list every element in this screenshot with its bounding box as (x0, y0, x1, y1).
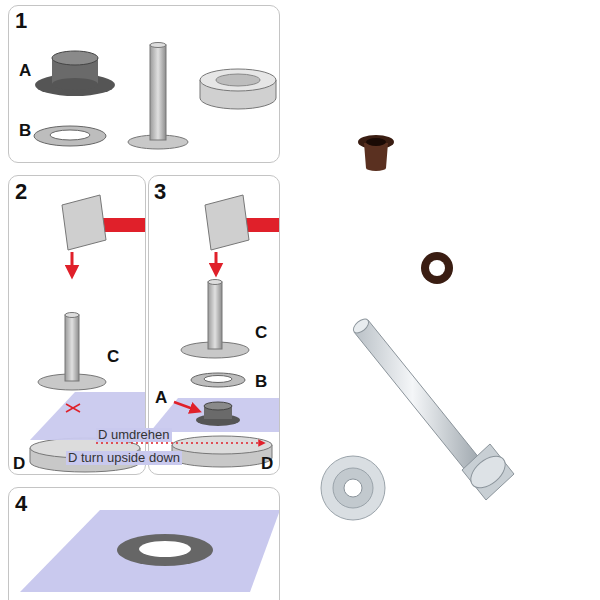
hammer (62, 195, 146, 250)
instruction-note: D turn upside down (66, 451, 182, 465)
washer-part-b (191, 373, 245, 387)
brown-eyelet-photo (358, 135, 394, 171)
instruction-note: D umdrehen (96, 428, 172, 442)
fabric-sheet (150, 398, 280, 432)
step-number: 4 (15, 493, 27, 515)
step-panel: 4 (8, 487, 280, 600)
step-number: 1 (15, 10, 27, 32)
part-letter: D (261, 455, 273, 472)
part-letter: B (19, 122, 31, 139)
fabric-sheet (20, 510, 280, 592)
finished-eyelet (117, 534, 213, 566)
washer-part-b (34, 126, 106, 146)
setter-tool (181, 280, 249, 359)
step-number: 2 (15, 181, 27, 203)
part-letter: A (155, 389, 167, 406)
part-letter: D (13, 455, 25, 472)
anvil-die-photo (321, 456, 385, 520)
setter-tool (38, 313, 106, 391)
step-panel: 1A B (8, 5, 280, 163)
brown-washer-photo (421, 252, 453, 284)
eyelet-part-a (35, 51, 115, 96)
eyelet-part-a (196, 402, 240, 426)
step-number: 3 (154, 181, 166, 203)
anvil-die (172, 436, 272, 467)
part-letter: B (255, 373, 267, 390)
part-letter: C (255, 324, 267, 341)
pointer-arrow (174, 402, 196, 410)
strike-arrow (215, 252, 218, 270)
setter-tool (128, 43, 188, 150)
part-letter: C (107, 348, 119, 365)
anvil-die (200, 69, 276, 109)
hammer (205, 195, 280, 250)
flip-arrow (96, 442, 262, 444)
hole-mark (66, 404, 80, 412)
strike-arrow (71, 252, 74, 272)
part-letter: A (19, 62, 31, 79)
